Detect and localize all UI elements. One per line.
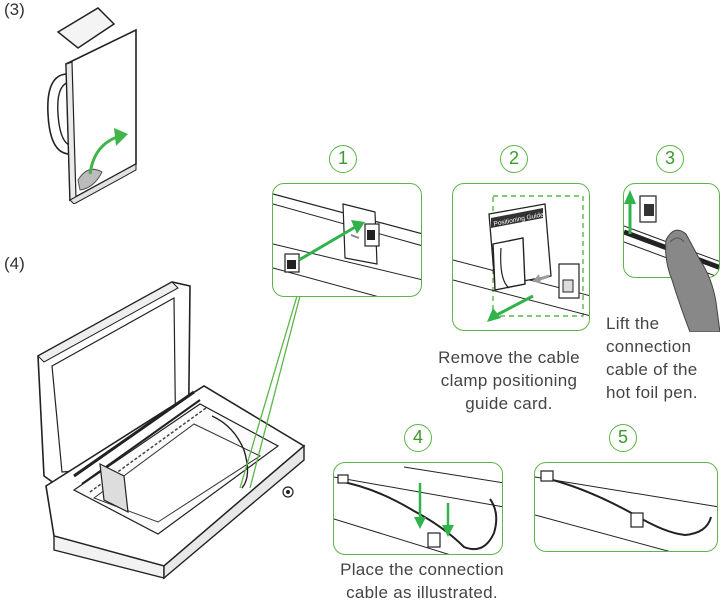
detail-panel-4 <box>333 462 503 555</box>
caption-line: connection <box>606 337 692 356</box>
step-3-label: (3) <box>4 0 25 19</box>
closing-lid-illustration <box>47 7 137 204</box>
detail-panel-2: Positioning Guide <box>452 183 590 331</box>
caption-detail-2: Remove the cable clamp positioning guide… <box>420 346 598 415</box>
caption-detail-3: Lift the connection cable of the hot foi… <box>606 312 724 404</box>
detail-panel-5 <box>534 462 718 552</box>
caption-detail-4: Place the connection cable as illustrate… <box>312 558 532 604</box>
detail-number-5: 5 <box>609 424 637 452</box>
caption-line: cable as illustrated. <box>346 583 498 602</box>
detail-panel-1 <box>272 183 422 297</box>
detail-number-4: 4 <box>404 424 432 452</box>
open-printer-illustration <box>37 281 306 580</box>
caption-line: cable of the <box>606 360 698 379</box>
caption-line: Remove the cable <box>438 348 580 367</box>
detail-number-3: 3 <box>656 145 684 173</box>
step-4-label: (4) <box>4 254 25 273</box>
caption-line: hot foil pen. <box>606 383 698 402</box>
caption-line: clamp positioning <box>440 371 578 390</box>
caption-line: Lift the <box>606 314 660 333</box>
caption-line: Place the connection <box>340 560 504 579</box>
detail-number-2: 2 <box>500 145 528 173</box>
hand-icon <box>665 229 720 332</box>
detail-number-1: 1 <box>329 145 357 173</box>
caption-line: guide card. <box>465 394 553 413</box>
